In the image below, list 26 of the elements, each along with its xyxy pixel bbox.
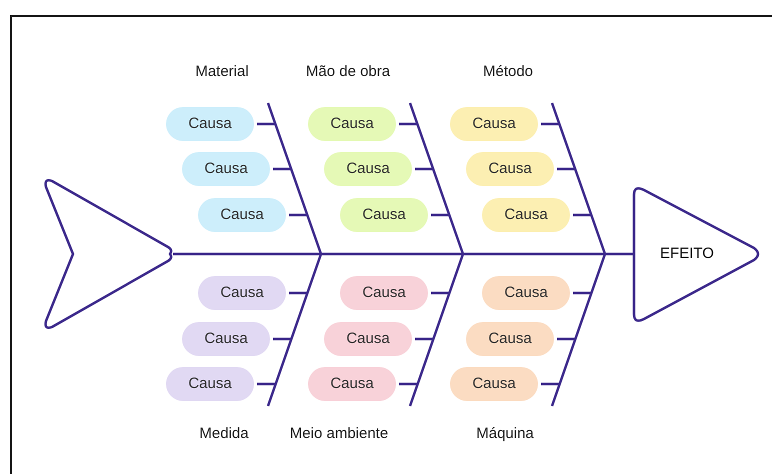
category-label: Meio ambiente xyxy=(290,424,388,444)
cause-pill: Causa xyxy=(198,276,286,310)
cause-pill: Causa xyxy=(166,367,254,401)
effect-text: EFEITO xyxy=(660,244,714,264)
cause-pill: Causa xyxy=(324,322,412,356)
category-label: Medida xyxy=(199,424,249,444)
cause-pill: Causa xyxy=(340,198,428,232)
cause-pill: Causa xyxy=(324,152,412,186)
cause-pill: Causa xyxy=(308,367,396,401)
cause-pill: Causa xyxy=(466,152,554,186)
cause-pill: Causa xyxy=(482,276,570,310)
cause-pill: Causa xyxy=(166,107,254,141)
cause-pill: Causa xyxy=(466,322,554,356)
cause-pill: Causa xyxy=(308,107,396,141)
cause-pill: Causa xyxy=(182,152,270,186)
cause-pill: Causa xyxy=(450,367,538,401)
category-label: Máquina xyxy=(476,424,534,444)
category-label: Mão de obra xyxy=(306,62,390,82)
spine-line xyxy=(173,252,634,256)
cause-pill: Causa xyxy=(482,198,570,232)
category-label: Método xyxy=(482,62,534,82)
cause-pill: Causa xyxy=(450,107,538,141)
cause-pill: Causa xyxy=(198,198,286,232)
cause-pill: Causa xyxy=(182,322,270,356)
cause-pill: Causa xyxy=(340,276,428,310)
category-label: Material xyxy=(195,62,249,82)
